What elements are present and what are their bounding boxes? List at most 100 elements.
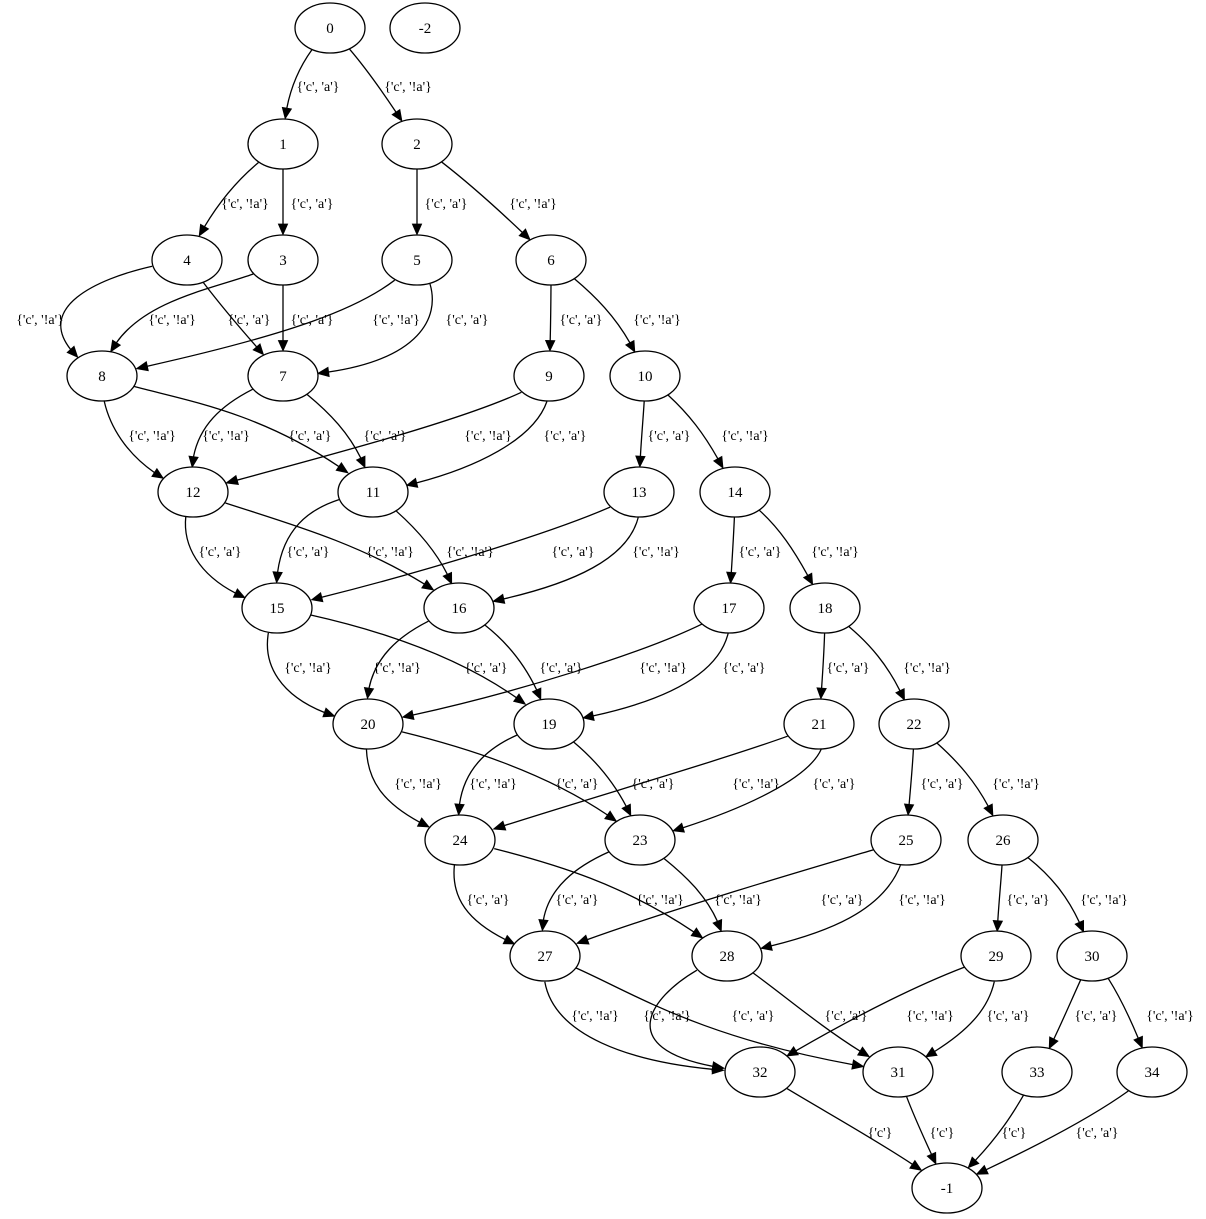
edge-label: {'c', 'a'} [544, 429, 587, 444]
edge-line [758, 509, 809, 576]
edge-line [441, 161, 523, 233]
arrowhead-icon [712, 918, 723, 933]
edge-21-to-23: {'c', 'a'} [672, 748, 855, 833]
arrowhead-icon [454, 803, 465, 816]
arrowhead-icon [816, 687, 827, 700]
edge-label: {'c', 'a'} [560, 313, 603, 328]
arrowhead-icon [66, 345, 79, 358]
edge-26-to-29: {'c', 'a'} [992, 865, 1050, 933]
node-label: 10 [638, 369, 653, 385]
node-label: 24 [453, 833, 469, 849]
edge-line [682, 748, 822, 829]
edge-line [266, 632, 325, 714]
edge-0-to-2: {'c', '!a'} [349, 48, 432, 122]
edge-16-to-20: {'c', '!a'} [363, 620, 429, 700]
edge-label: {'c', 'a'} [199, 545, 242, 560]
edge-31-to-neg1: {'c'} [905, 1096, 955, 1165]
edge-0-to-1: {'c', 'a'} [281, 49, 339, 120]
edge-line [192, 388, 253, 457]
edge-10-to-13: {'c', 'a'} [635, 401, 690, 468]
edge-line [103, 401, 155, 474]
node-19: 19 [513, 698, 585, 750]
arrowhead-icon [492, 593, 506, 604]
arrowhead-icon [624, 339, 636, 353]
edge-9-to-12: {'c', '!a'} [225, 391, 522, 485]
node-24: 24 [424, 814, 496, 866]
edge-18-to-21: {'c', 'a'} [816, 632, 869, 700]
node-label: 8 [98, 369, 106, 385]
edge-1-to-3: {'c', 'a'} [277, 169, 333, 236]
edge-line [544, 981, 713, 1070]
edge-label: {'c', '!a'} [906, 1009, 954, 1024]
edge-line [349, 48, 397, 113]
edge-label: {'c', 'a'} [987, 1009, 1030, 1024]
edge-label: {'c', 'a'} [467, 893, 510, 908]
edge-line [752, 972, 861, 1052]
arrowhead-icon [252, 343, 265, 356]
edge-line [1027, 857, 1080, 923]
arrowhead-icon [518, 228, 531, 241]
node-label: 27 [538, 949, 554, 965]
edge-line [771, 865, 902, 947]
node-ellipse [337, 466, 409, 518]
node-ellipse [870, 814, 942, 866]
edge-line [236, 391, 522, 481]
edge-label: {'c', 'a'} [821, 893, 864, 908]
node-label: 32 [753, 1065, 768, 1081]
node-32: 32 [724, 1046, 796, 1098]
node-29: 29 [960, 930, 1032, 982]
node-label: 11 [366, 485, 380, 501]
node-34: 34 [1116, 1046, 1188, 1098]
arrowhead-icon [538, 919, 549, 932]
edge-line [587, 849, 874, 941]
edge-line [484, 624, 538, 691]
edge-line [936, 742, 989, 807]
edge-line [368, 620, 429, 689]
edge-label: {'c', '!a'} [732, 777, 780, 792]
edge-4-to-7: {'c', 'a'} [202, 282, 270, 356]
edge-label: {'c', '!a'} [811, 545, 859, 560]
arrowhead-icon [405, 477, 419, 488]
edge-label: {'c', 'a'} [287, 545, 330, 560]
edge-line [542, 851, 610, 921]
arrowhead-icon [151, 467, 165, 479]
edge-13-to-16: {'c', '!a'} [492, 517, 680, 604]
arrowhead-icon [983, 803, 994, 817]
arrowhead-icon [582, 710, 595, 721]
edge-label: {'c'} [930, 1126, 955, 1141]
arrowhead-icon [1074, 919, 1084, 933]
edge-label: {'c', '!a'} [148, 313, 196, 328]
arrowhead-icon [544, 339, 556, 352]
edge-line [820, 632, 826, 689]
edge-30-to-33: {'c', 'a'} [1048, 979, 1117, 1050]
arrowhead-icon [512, 693, 527, 705]
edge-33-to-neg1: {'c'} [967, 1094, 1026, 1169]
edge-label: {'c'} [868, 1126, 893, 1141]
arrowhead-icon [786, 1045, 800, 1057]
edge-line [60, 265, 153, 350]
node-label: 2 [413, 137, 421, 153]
edge-label: {'c', 'a'} [632, 777, 675, 792]
arrowhead-icon [363, 686, 375, 700]
arrowhead-icon [310, 592, 324, 603]
edge-label: {'c', 'a'} [446, 313, 489, 328]
edge-30-to-34: {'c', '!a'} [1107, 978, 1194, 1049]
edge-label: {'c', 'a'} [732, 1009, 775, 1024]
node-ellipse [724, 1046, 796, 1098]
node-9: 9 [513, 350, 585, 402]
arrowhead-icon [621, 803, 632, 817]
edge-19-to-24: {'c', '!a'} [454, 734, 518, 816]
node-label: 30 [1085, 949, 1100, 965]
edge-label: {'c', '!a'} [632, 545, 680, 560]
arrowhead-icon [411, 223, 423, 236]
edge-label: {'c', '!a'} [636, 893, 684, 908]
node-ellipse [247, 234, 319, 286]
node-label: 0 [326, 21, 334, 37]
node-label: 16 [452, 601, 468, 617]
edge-label: {'c', 'a'} [1007, 893, 1050, 908]
node-label: 15 [270, 601, 285, 617]
edge-label: {'c', '!a'} [446, 545, 494, 560]
edge-label: {'c', '!a'} [284, 661, 332, 676]
edge-line [934, 981, 995, 1053]
edge-label: {'c', '!a'} [469, 777, 517, 792]
